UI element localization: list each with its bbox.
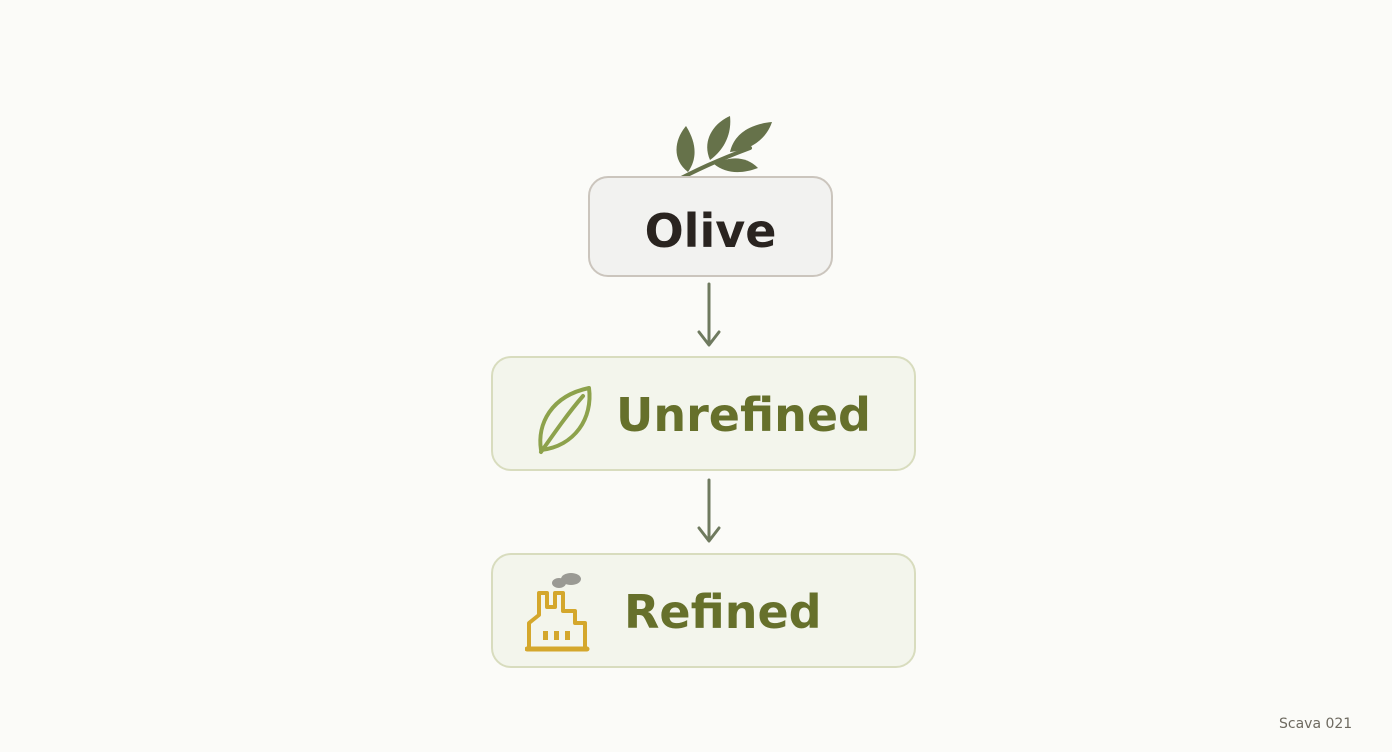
unrefined-label: Unrefined: [616, 388, 871, 442]
refined-node: Refined: [491, 553, 916, 668]
olive-node: Olive: [588, 176, 833, 277]
watermark-text: Scava 021: [1279, 716, 1353, 732]
unrefined-node: Unrefined: [491, 356, 916, 471]
leaf-icon: [538, 386, 592, 454]
olive-branch-icon: [668, 116, 772, 186]
arrow-olive-to-unrefined: [697, 282, 721, 347]
factory-icon: [525, 573, 590, 652]
olive-label: Olive: [644, 203, 777, 258]
refined-label: Refined: [624, 585, 822, 639]
arrow-unrefined-to-refined: [697, 478, 721, 543]
